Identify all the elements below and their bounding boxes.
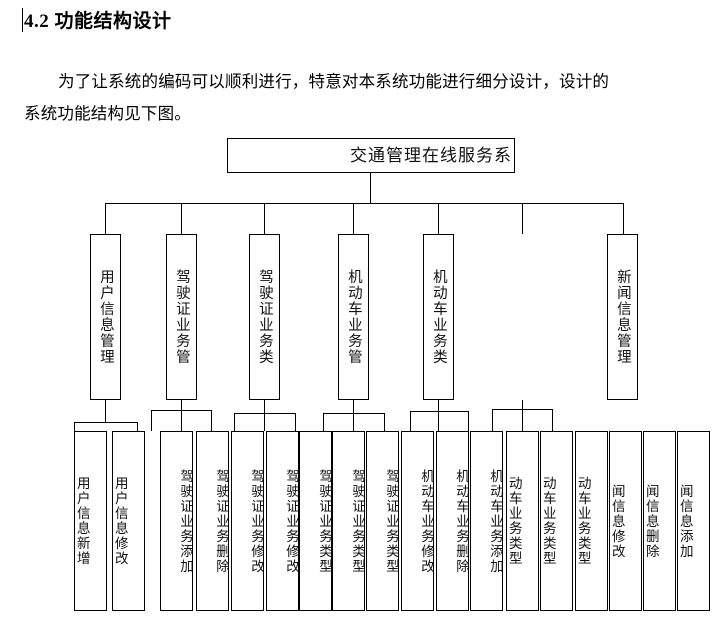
edge-drop-l2-6: [522, 203, 523, 234]
diagram-leaf-user-info-edit: 用户信息修改: [112, 431, 145, 611]
edge-level2-bus: [105, 203, 623, 204]
edge-g2-drop-3: [211, 410, 212, 431]
edge-g4-drop-3: [384, 413, 385, 431]
edge-g6-drop-2: [522, 409, 523, 431]
node-label: 驾驶证业务类型: [384, 468, 399, 574]
diagram-node-user-info-mgmt: 用户信息管理: [90, 234, 121, 400]
edge-drop-l2-3: [264, 203, 265, 234]
edge-g2-stem: [181, 400, 182, 410]
node-label: 驾驶证业务类型: [317, 468, 332, 574]
diagram-leaf-vehicle-business-delete: 机动车业务删除: [436, 431, 469, 611]
node-label: 动车业务类型: [540, 476, 556, 566]
edge-drop-l2-6-stub: [623, 203, 624, 234]
diagram-leaf-news-info-delete: 闻信息删除: [643, 431, 676, 611]
diagram-leaf-news-info-edit: 闻信息修改: [609, 431, 642, 611]
diagram-node-root: 交通管理在线服务系: [227, 138, 515, 173]
diagram-node-vehicle-business-type: 机动车业务类: [423, 234, 454, 400]
node-label: 驾驶证业务删除: [214, 468, 229, 574]
diagram-leaf-license-business-add: 驾驶证业务添加: [160, 431, 193, 611]
diagram-leaf-vehicle-business-add: 机动车业务添加: [470, 431, 503, 611]
node-label: 机动车业务添加: [488, 468, 503, 574]
diagram-node-license-business-type: 驾驶证业务类: [249, 234, 280, 400]
edge-g6-drop-1: [492, 409, 493, 431]
node-label: 驾驶证业务修改: [249, 468, 264, 574]
diagram-leaf-license-business-edit-1: 驾驶证业务修改: [231, 431, 264, 611]
edge-root-drop: [370, 173, 371, 203]
edge-g6-drop-3: [552, 409, 553, 431]
edge-drop-l2-5: [438, 203, 439, 234]
node-label: 驾驶证业务类型: [350, 468, 365, 574]
node-label: 动车业务类型: [506, 476, 522, 566]
edge-g6-stem: [522, 400, 523, 409]
edge-g3-stem: [264, 400, 265, 413]
node-label: 用户信息管理: [97, 269, 114, 365]
paragraph-line-1: 为了让系统的编码可以顺利进行，特意对本系统功能进行细分设计，设计的: [58, 72, 610, 91]
diagram-node-license-business-mgmt: 驾驶证业务管: [166, 234, 197, 400]
edge-g5-drop-3: [468, 411, 469, 431]
edge-g1-bus: [74, 422, 137, 423]
diagram-leaf-license-business-type-2: 驾驶证业务类型: [332, 431, 365, 611]
node-label: 驾驶证业务管: [173, 269, 190, 365]
diagram-node-news-info-mgmt: 新闻信息管理: [607, 234, 638, 400]
edge-drop-l2-1: [105, 203, 106, 234]
edge-g2-drop-2: [181, 410, 182, 431]
node-label: 闻信息修改: [609, 483, 625, 559]
diagram-node-vehicle-business-mgmt: 机动车业务管: [338, 234, 369, 400]
edge-g5-stem: [438, 400, 439, 411]
diagram-leaf-news-info-add: 闻信息添加: [677, 431, 710, 611]
node-label: 驾驶证业务类: [256, 269, 273, 365]
edge-g4-stem: [353, 400, 354, 413]
diagram-leaf-vehicle-business-type-1: 动车业务类型: [506, 431, 539, 611]
edge-g1-drop-1: [74, 422, 75, 431]
node-label: 驾驶证业务添加: [178, 468, 193, 574]
edge-drop-l2-4: [353, 203, 354, 234]
edge-g3-drop-2: [264, 413, 265, 431]
diagram-leaf-vehicle-business-edit: 机动车业务修改: [401, 431, 434, 611]
text-caret: [22, 8, 23, 32]
node-label: 机动车业务删除: [454, 468, 469, 574]
edge-g3-drop-1: [234, 413, 235, 431]
edge-g1-stem: [105, 400, 106, 422]
diagram-leaf-license-business-type-1: 驾驶证业务类型: [299, 431, 332, 611]
diagram-leaf-license-business-edit-2: 驾驶证业务修改: [266, 431, 299, 611]
node-label: 机动车业务类: [430, 269, 447, 365]
node-label: 新闻信息管理: [614, 269, 631, 365]
paragraph-line-2: 系统功能结构见下图。: [24, 104, 191, 123]
node-label: 驾驶证业务修改: [284, 468, 299, 574]
diagram-leaf-vehicle-business-type-3: 动车业务类型: [575, 431, 608, 611]
node-label: 机动车业务管: [345, 269, 362, 365]
node-label: 动车业务类型: [575, 476, 591, 566]
node-label: 用户信息新增: [74, 476, 90, 566]
edge-g5-drop-1: [410, 411, 411, 431]
node-label: 闻信息删除: [643, 483, 659, 559]
edge-g1-drop-2: [137, 422, 138, 431]
edge-g2-drop-1: [151, 410, 152, 431]
diagram-leaf-license-business-type-3: 驾驶证业务类型: [366, 431, 399, 611]
page-title: 4.2 功能结构设计: [24, 11, 172, 32]
edge-g4-drop-1: [323, 413, 324, 431]
edge-g3-drop-3: [295, 413, 296, 431]
edge-drop-l2-2: [181, 203, 182, 234]
node-label: 用户信息修改: [112, 476, 128, 566]
edge-g5-bus: [410, 411, 468, 412]
diagram-leaf-vehicle-business-type-2: 动车业务类型: [540, 431, 573, 611]
edge-g4-drop-2: [353, 413, 354, 431]
node-label: 闻信息添加: [677, 483, 693, 559]
node-label: 机动车业务修改: [419, 468, 434, 574]
diagram-leaf-license-business-delete: 驾驶证业务删除: [196, 431, 229, 611]
diagram-leaf-user-info-add: 用户信息新增: [74, 431, 107, 611]
edge-g5-drop-2: [438, 411, 439, 431]
